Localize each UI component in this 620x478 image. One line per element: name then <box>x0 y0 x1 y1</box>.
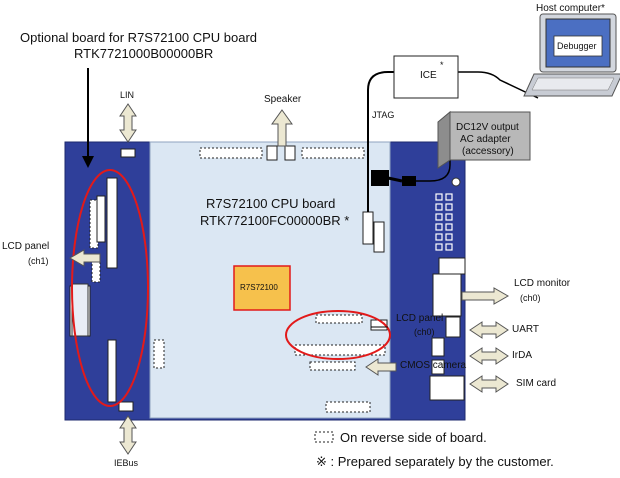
power-plug <box>402 176 416 186</box>
host-computer-laptop <box>523 13 620 97</box>
adapter-cable <box>416 160 451 182</box>
board-connectors <box>69 145 466 412</box>
power-led <box>451 177 461 187</box>
irda-label: IrDA <box>512 350 532 361</box>
ice-host-cable <box>458 71 539 99</box>
lcd-panel-ch1-arrow <box>68 249 101 267</box>
lin-arrow <box>119 103 137 143</box>
lcd-monitor-channel: (ch0) <box>520 293 541 303</box>
adapter-line1: DC12V output <box>456 122 519 133</box>
ice-label: ICE <box>420 70 437 81</box>
cpu-board-title: R7S72100 CPU board <box>206 196 336 211</box>
jtag-cable <box>367 71 394 212</box>
lcd-panel-ch0-label: LCD panel <box>396 313 444 324</box>
cmos-camera-label: CMOS camera <box>400 360 467 371</box>
host-computer-label: Host computer* <box>536 3 605 14</box>
iebus-label: IEBus <box>114 458 139 468</box>
sim-card-label: SIM card <box>516 378 557 389</box>
adapter-line3: (accessory) <box>462 146 514 157</box>
lcd-panel-ch1-channel: (ch1) <box>28 256 49 266</box>
lin-label: LIN <box>120 90 135 100</box>
ac-adapter <box>437 110 531 169</box>
uart-arrow <box>469 321 509 339</box>
optional-board-part-number: RTK7721000B00000BR <box>74 46 214 61</box>
adapter-line2: AC adapter <box>460 134 511 145</box>
legend-customer: ※ : Prepared separately by the customer. <box>316 454 554 469</box>
reverse-side-components <box>89 147 386 413</box>
speaker-arrow <box>271 109 293 147</box>
irda-arrow <box>469 347 509 365</box>
lcd-monitor-label: LCD monitor <box>514 278 571 289</box>
lcd-monitor-arrow <box>461 287 510 305</box>
optional-board-title: Optional board for R7S72100 CPU board <box>20 30 258 45</box>
chip-label: R7S72100 <box>240 283 278 292</box>
ice-box <box>393 55 459 99</box>
ice-star: * <box>440 60 444 70</box>
debugger-label: Debugger <box>557 41 597 51</box>
lcd-panel-ch0-channel: (ch0) <box>414 327 435 337</box>
lcd-panel-ch1-label: LCD panel <box>2 241 50 252</box>
speaker-label: Speaker <box>264 94 302 105</box>
legend-reverse-side: On reverse side of board. <box>340 430 487 445</box>
pin-header <box>435 193 453 251</box>
iebus-arrow <box>119 415 137 455</box>
optional-board-highlight <box>71 169 149 407</box>
legend-dashed-box <box>314 431 334 443</box>
uart-label: UART <box>512 324 540 335</box>
sim-card-arrow <box>469 375 509 393</box>
lcd-ch0-highlight <box>285 310 391 360</box>
cmos-camera-arrow <box>365 358 397 376</box>
power-jack <box>371 170 389 186</box>
r7s72100-chip <box>233 265 291 311</box>
jtag-label: JTAG <box>372 110 395 120</box>
connection-arrows <box>68 103 510 455</box>
cpu-board-part-number: RTK772100FC00000BR * <box>200 213 350 228</box>
